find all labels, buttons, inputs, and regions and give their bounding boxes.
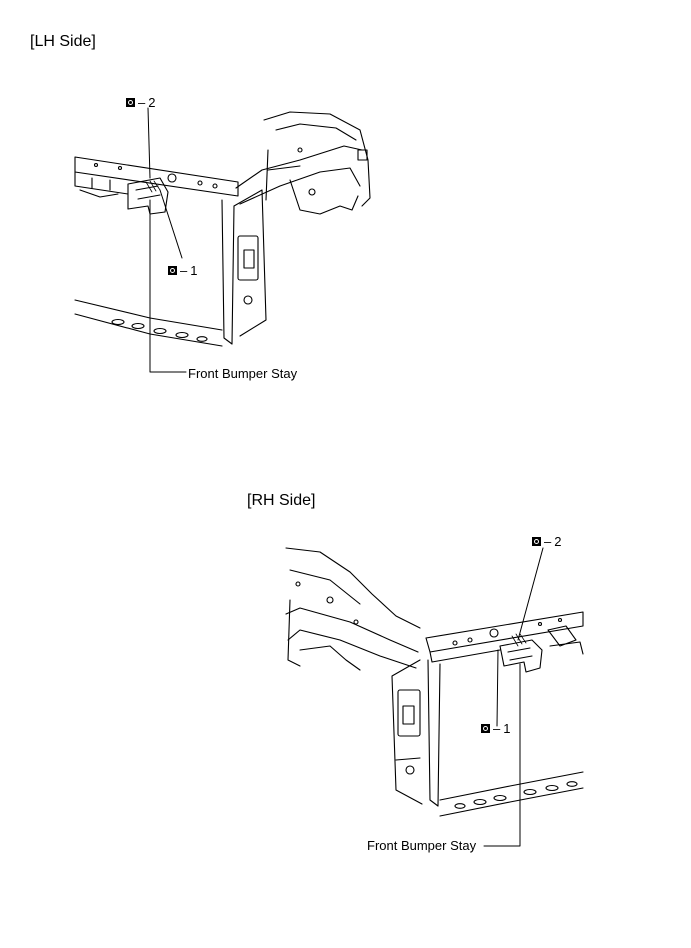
- rh-callout-1: – 1: [481, 721, 510, 736]
- rh-callout-2-number: 2: [554, 534, 562, 549]
- bolt-icon: [126, 98, 135, 107]
- rh-radiator-support-drawing: [285, 547, 584, 817]
- rh-front-bumper-stay-label: Front Bumper Stay: [367, 838, 477, 853]
- lh-callout-1-number: 1: [190, 263, 198, 278]
- lh-radiator-support-drawing: [74, 111, 371, 347]
- rh-callout-1-number: 1: [503, 721, 511, 736]
- lh-callout-1-dash: –: [180, 263, 188, 278]
- lh-side-title: [LH Side]: [30, 33, 96, 50]
- lh-callout-2-dash: –: [138, 95, 146, 110]
- rh-leader-lines: [483, 547, 544, 847]
- lh-callout-2-number: 2: [148, 95, 156, 110]
- rh-callout-1-dash: –: [493, 721, 501, 736]
- lh-leader-lines: [147, 107, 187, 373]
- lh-callout-2: – 2: [126, 95, 155, 110]
- lh-callout-1: – 1: [168, 263, 197, 278]
- rh-callout-2-dash: –: [544, 534, 552, 549]
- rh-side-title: [RH Side]: [247, 492, 316, 509]
- bolt-icon: [532, 537, 541, 546]
- bolt-icon: [168, 266, 177, 275]
- bolt-icon: [481, 724, 490, 733]
- lh-front-bumper-stay-label: Front Bumper Stay: [188, 366, 298, 381]
- rh-callout-2: – 2: [532, 534, 561, 549]
